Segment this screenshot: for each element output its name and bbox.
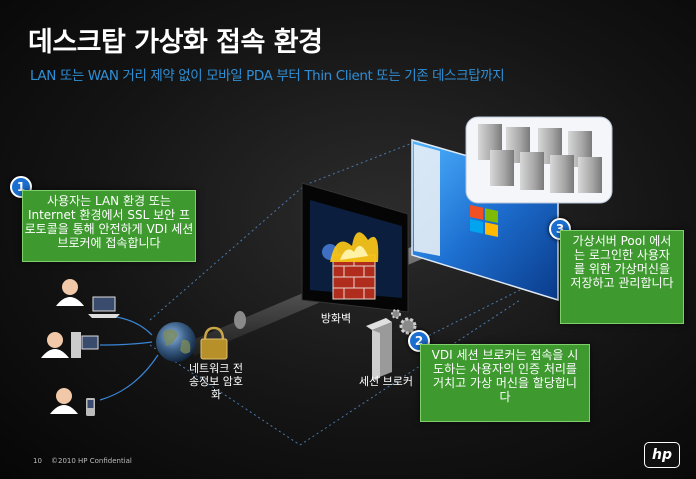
callout-2-badge: 2 bbox=[408, 330, 430, 352]
firewall-label: 방화벽 bbox=[320, 312, 352, 325]
gear-icon bbox=[391, 309, 417, 335]
page-title: 데스크탑 가상화 접속 환경 bbox=[28, 27, 323, 58]
callout-1-box: 사용자는 LAN 환경 또는 Internet 환경에서 SSL 보안 프로토콜… bbox=[22, 190, 196, 262]
server-pool bbox=[465, 116, 613, 204]
network-encryption-label: 네트워크 전송정보 암호화 bbox=[188, 362, 244, 401]
confidential-notice: ©2010 HP Confidential bbox=[51, 457, 132, 465]
connection-arcs bbox=[99, 315, 159, 401]
server-rack-icon bbox=[478, 124, 602, 193]
session-broker-server-icon bbox=[366, 318, 392, 380]
desktop-icon bbox=[71, 332, 99, 358]
laptop-icon bbox=[88, 296, 120, 318]
globe-icon bbox=[156, 322, 196, 362]
hp-logo: hp bbox=[644, 442, 680, 468]
page-number: 10 bbox=[33, 457, 42, 465]
callout-3-box: 가상서버 Pool 에서는 로그인한 사용자를 위한 가상머신을 저장하고 관리… bbox=[560, 230, 684, 324]
user-icon bbox=[41, 279, 84, 414]
pda-icon bbox=[86, 398, 95, 416]
callout-2-box: VDI 세션 브로커는 접속을 시도하는 사용자의 인증 처리를 거치고 가상 … bbox=[420, 344, 590, 422]
firewall-icon bbox=[330, 232, 379, 300]
session-broker-label: 세션 브로커 bbox=[358, 375, 414, 388]
lock-icon bbox=[200, 326, 228, 360]
page-subtitle: LAN 또는 WAN 거리 제약 없이 모바일 PDA 부터 Thin Clie… bbox=[30, 68, 505, 84]
